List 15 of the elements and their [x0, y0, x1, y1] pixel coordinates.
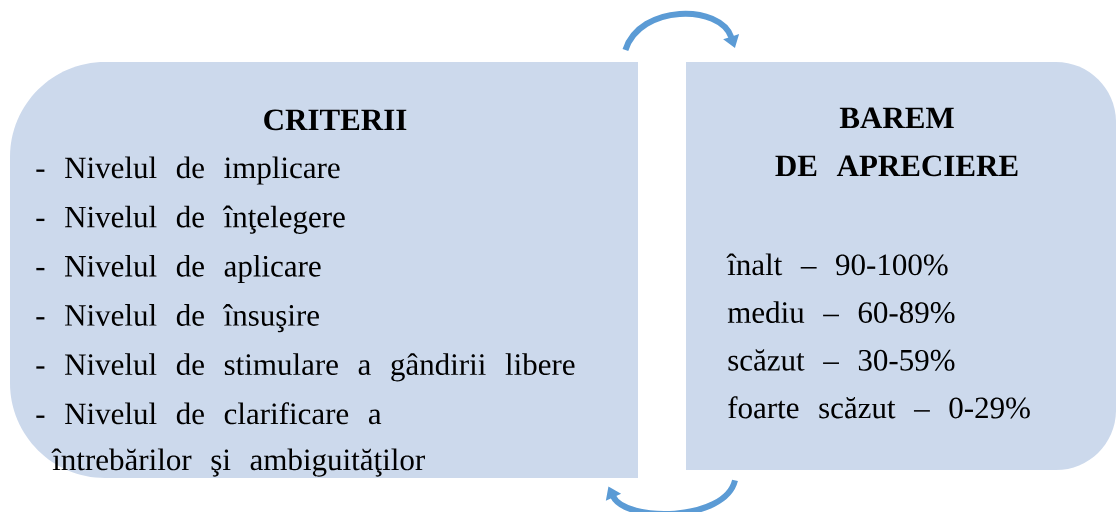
list-item: - Nivelul de stimulare a gândirii libere — [36, 353, 575, 382]
list-item: - Nivelul de înţelegere — [36, 205, 345, 234]
curved-arrow — [622, 10, 740, 52]
list-item: - Nivelul de aplicare — [36, 254, 321, 283]
heading: DE APRECIERE — [775, 155, 1018, 177]
curved-arrow — [605, 479, 738, 512]
list-item: - Nivelul de clarificare a întrebărilor şi ambiguităţilor — [36, 402, 425, 477]
grade-item: scăzut – 30-59% — [728, 349, 955, 371]
grade-item: foarte scăzut – 0-29% — [728, 396, 1030, 419]
grade-item: înalt – 90-100% — [726, 253, 948, 276]
heading: BAREM — [839, 107, 954, 129]
heading: CRITERII — [264, 109, 407, 131]
grade-item: mediu – 60-89% — [727, 301, 955, 324]
list-item: - Nivelul de însuşire — [36, 304, 319, 333]
list-item: - Nivelul de implicare — [36, 156, 340, 185]
